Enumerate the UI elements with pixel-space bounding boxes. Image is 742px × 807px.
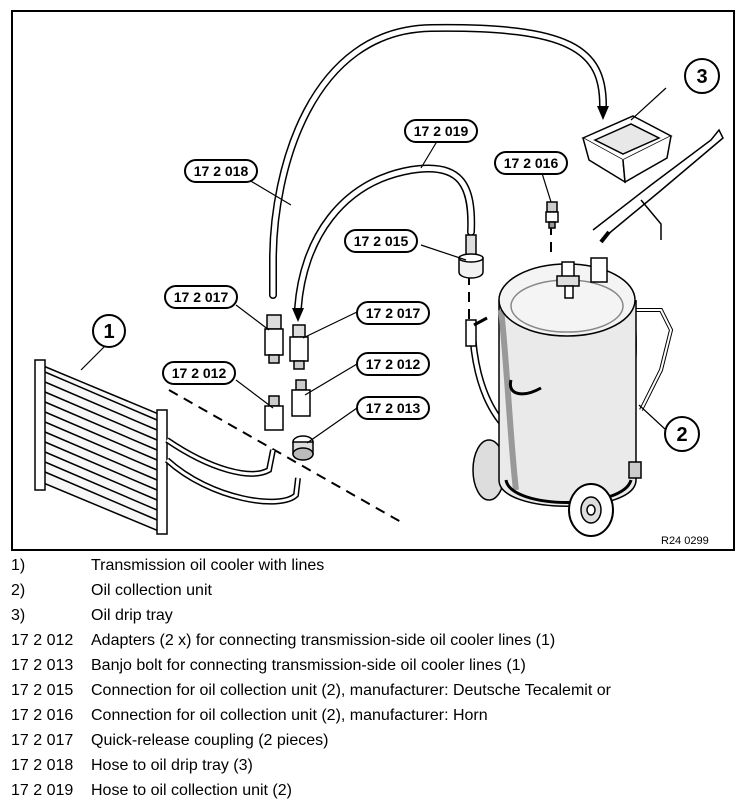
callout-label: 17 2 019 [414,123,469,139]
legend-desc: Hose to oil drip tray (3) [91,757,253,774]
legend-list: 1) Transmission oil cooler with lines 2) O… [11,553,735,803]
legend-item: 17 2 015 Connection for oil collection un… [11,678,735,703]
diagram-svg: 17 2 018 17 2 019 17 2 016 17 2 015 17 2… [11,10,735,551]
number-label: 1 [103,321,114,343]
callout-172012-right: 17 2 012 [356,352,430,376]
callout-172012-left: 17 2 012 [162,361,236,385]
callout-172016: 17 2 016 [494,151,568,175]
alignment-lines [168,225,552,523]
callout-172015: 17 2 015 [344,229,418,253]
legend-desc: Oil drip tray [91,607,173,624]
legend-item: 17 2 016 Connection for oil collection un… [11,703,735,728]
callout-label: 17 2 012 [172,365,227,381]
transmission-oil-cooler [34,359,301,535]
legend-key: 17 2 013 [11,657,74,674]
hose-to-drip-tray [269,23,607,299]
callout-172013: 17 2 013 [356,396,430,420]
callout-label: 17 2 017 [174,289,229,305]
legend-key: 1) [11,557,26,574]
legend-item: 3) Oil drip tray [11,603,735,628]
legend-item: 17 2 017 Quick-release coupling (2 pieces… [11,728,735,753]
legend-item: 17 2 019 Hose to oil collection unit (2) [11,778,735,803]
number-label: 2 [676,424,687,446]
connector-horn [545,201,559,229]
oil-collection-unit [472,128,724,537]
legend-desc: Connection for oil collection unit (2), … [91,707,488,724]
legend-key: 17 2 015 [11,682,74,699]
adapter-left [264,395,284,431]
callout-172017-left: 17 2 017 [164,285,238,309]
legend-key: 17 2 017 [11,732,74,749]
number-circle-2: 2 [664,416,700,452]
legend-key: 17 2 018 [11,757,74,774]
number-circle-1: 1 [92,314,126,348]
legend-desc: Adapters (2 x) for connecting transmissi… [91,632,556,649]
callout-172019: 17 2 019 [404,119,478,143]
legend-item: 17 2 018 Hose to oil drip tray (3) [11,753,735,778]
legend-desc: Connection for oil collection unit (2), … [91,682,611,699]
callout-172017-right: 17 2 017 [356,301,430,325]
oil-drip-tray [581,115,673,184]
legend-key: 2) [11,582,26,599]
quick-release-coupling-left [264,314,284,364]
legend-key: 17 2 016 [11,707,74,724]
legend-key: 17 2 012 [11,632,74,649]
legend-item: 1) Transmission oil cooler with lines [11,553,735,578]
number-circle-3: 3 [684,58,720,94]
callout-label: 17 2 018 [194,163,249,179]
banjo-bolt [292,435,314,461]
callout-label: 17 2 016 [504,155,559,171]
quick-release-coupling-right [289,324,309,370]
legend-key: 17 2 019 [11,782,74,799]
diagram-figure: 17 2 018 17 2 019 17 2 016 17 2 015 17 2… [11,10,735,551]
legend-desc: Oil collection unit [91,582,212,599]
legend-key: 3) [11,607,26,624]
leader-lines [80,87,667,444]
legend-desc: Hose to oil collection unit (2) [91,782,292,799]
number-label: 3 [696,66,707,88]
legend-desc: Quick-release coupling (2 pieces) [91,732,329,749]
adapter-right [291,379,311,417]
callout-label: 17 2 015 [354,233,409,249]
legend-item: 17 2 012 Adapters (2 x) for connecting tr… [11,628,735,653]
callout-label: 17 2 012 [366,356,421,372]
hose-to-collection-unit [294,164,476,312]
connector-tecalemit [458,234,484,279]
callout-label: 17 2 013 [366,400,421,416]
legend-item: 2) Oil collection unit [11,578,735,603]
legend-item: 17 2 013 Banjo bolt for connecting transm… [11,653,735,678]
arrow-down-icon [597,106,609,120]
arrow-down-icon [292,308,304,322]
callout-172018: 17 2 018 [184,159,258,183]
legend-desc: Banjo bolt for connecting transmission-s… [91,657,526,674]
hose-end-fitting [465,316,488,347]
legend-desc: Transmission oil cooler with lines [91,557,325,574]
callout-label: 17 2 017 [366,305,421,321]
figure-reference: R24 0299 [661,535,709,547]
